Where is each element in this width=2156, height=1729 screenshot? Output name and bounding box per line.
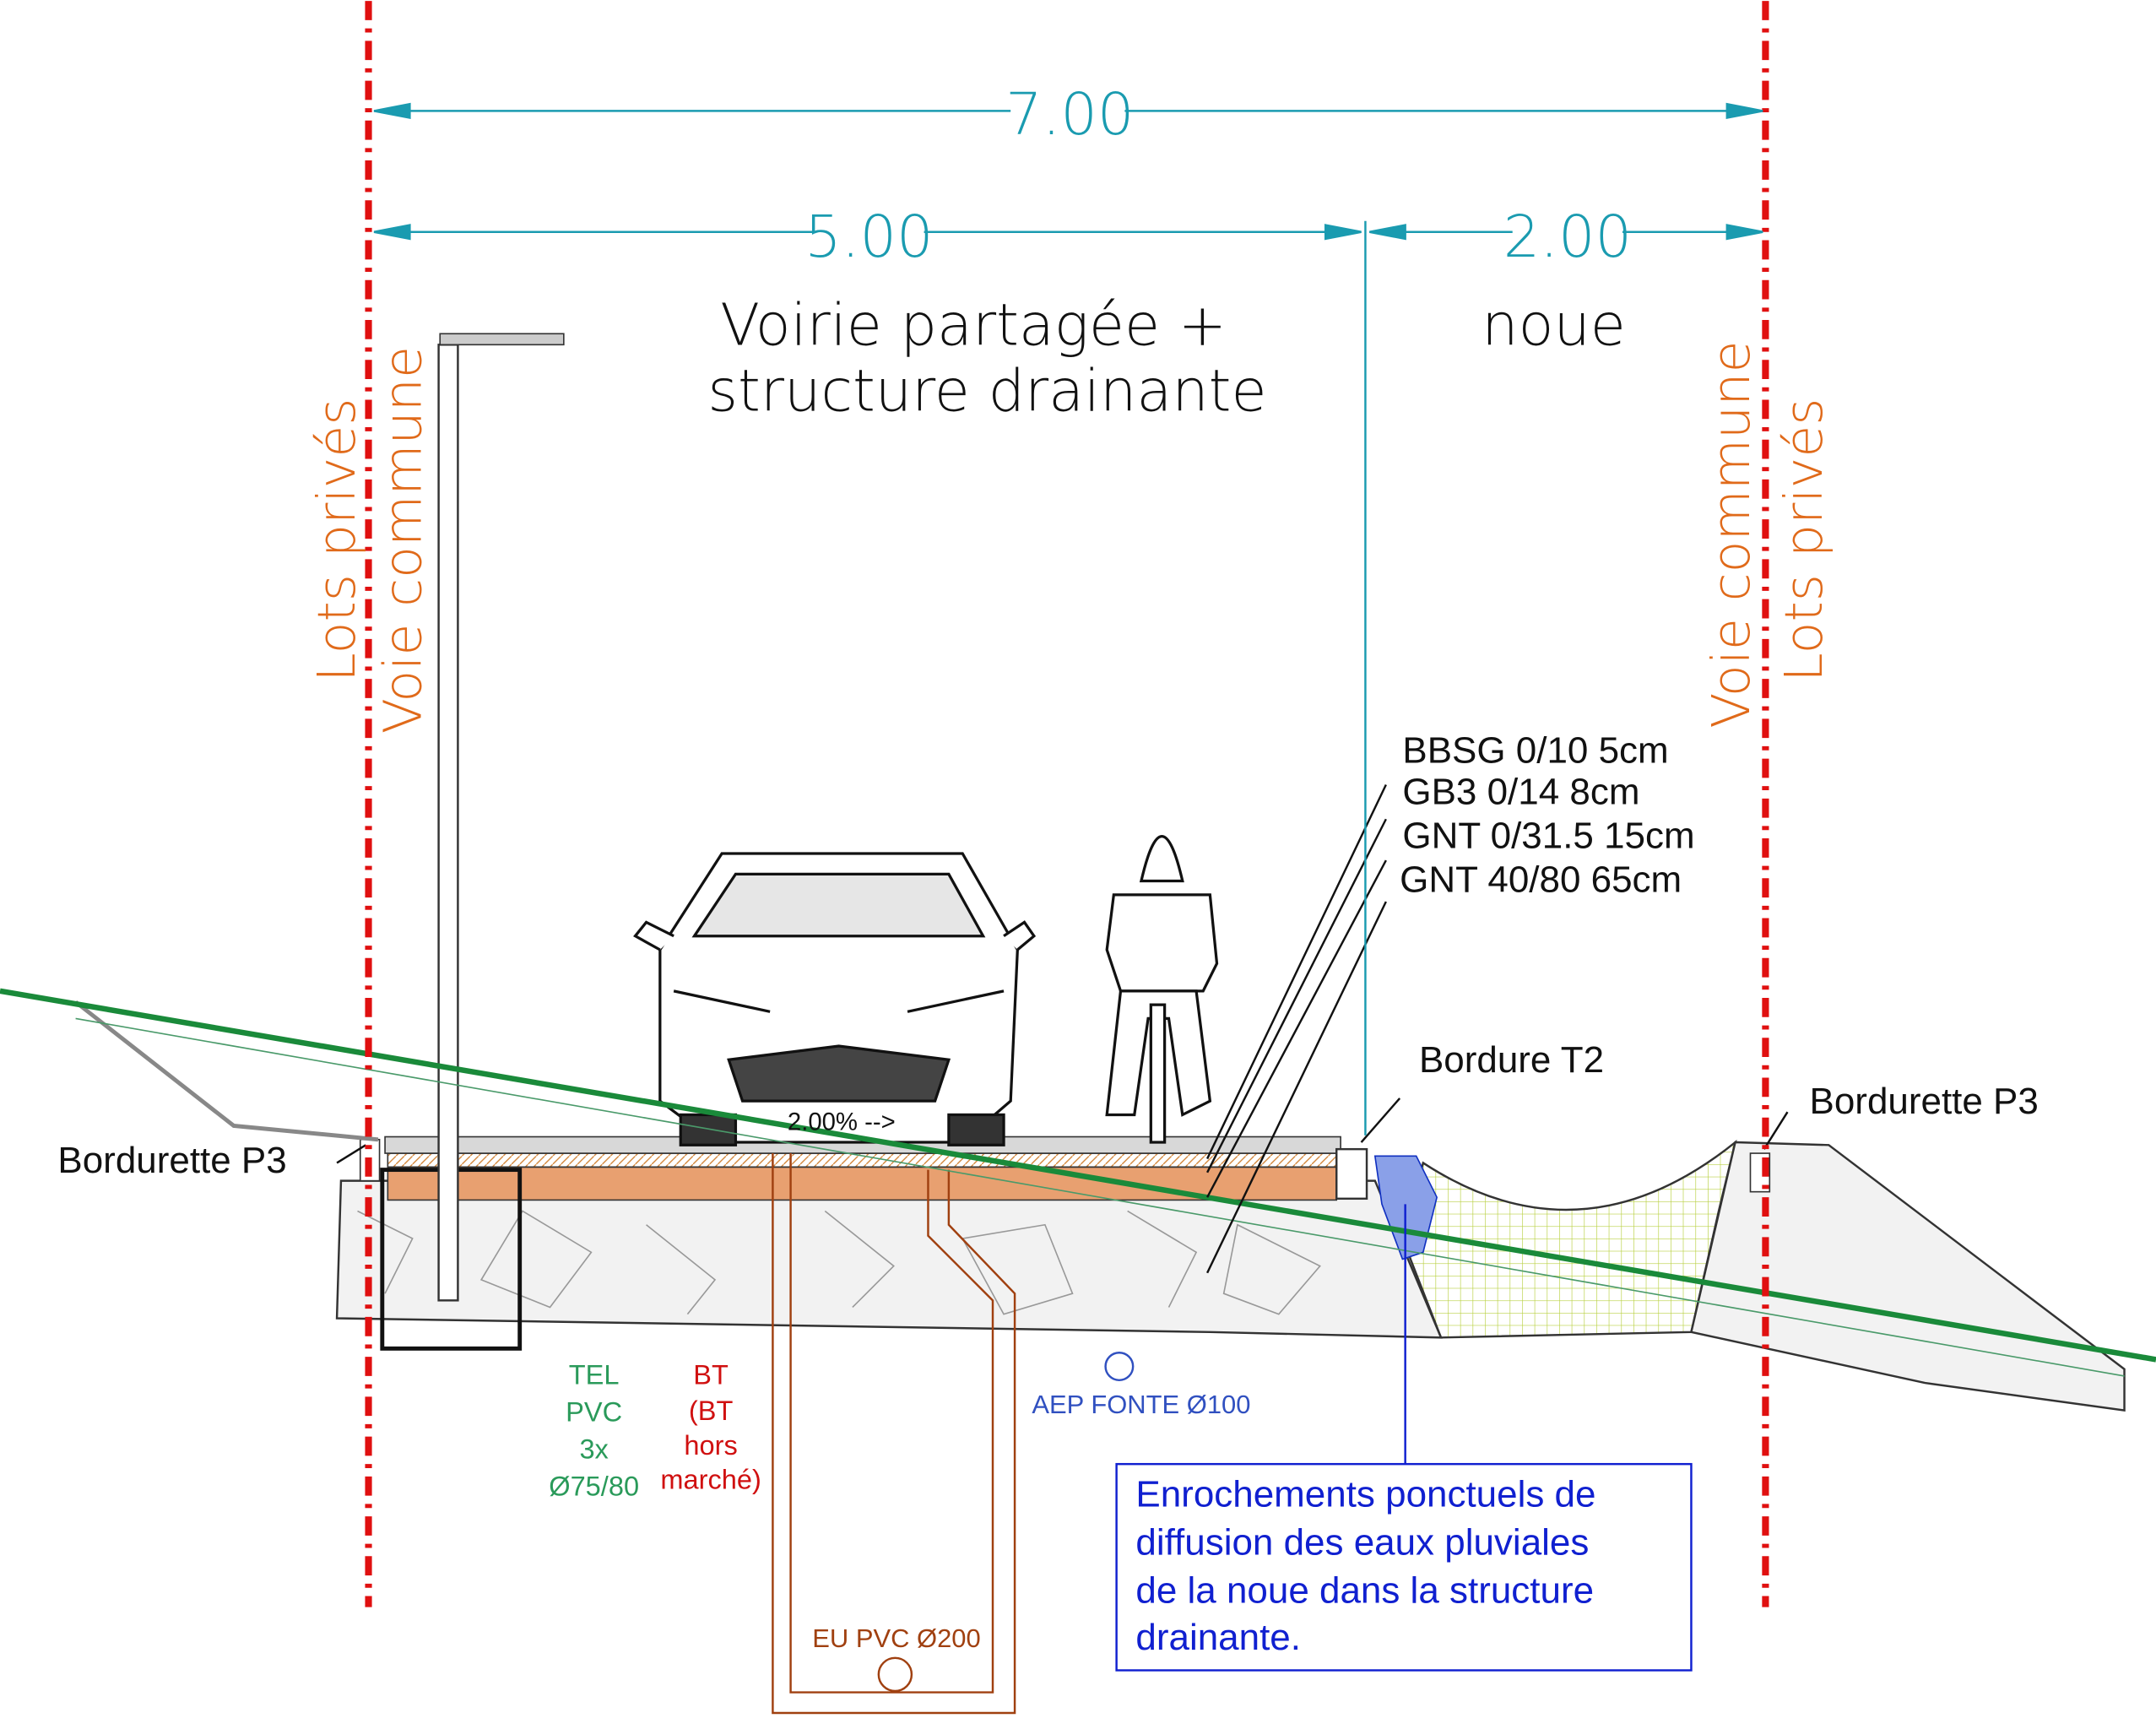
note-line: drainante. (1135, 1617, 1301, 1658)
note-box (1115, 1462, 1693, 1672)
cyclist-illustration (1105, 835, 1219, 1144)
bt-line: hors (684, 1430, 737, 1461)
layer-label: GNT 40/80 65cm (1400, 859, 1682, 901)
layer-label: GNT 0/31.5 15cm (1402, 815, 1694, 856)
tel-line: PVC (566, 1397, 622, 1428)
tel-line: Ø75/80 (549, 1472, 639, 1502)
layer-label: GB3 0/14 8cm (1402, 771, 1639, 812)
thin-ground-line (75, 1017, 2125, 1377)
note-text: Enrochements ponctuels de diffusion des … (1135, 1474, 1595, 1658)
layer-label: BBSG 0/10 5cm (1402, 729, 1668, 771)
layer-labels: BBSG 0/10 5cm GB3 0/14 8cm GNT 0/31.5 15… (1400, 729, 1694, 900)
zone-road-line1: Voirie partagée + (720, 292, 1227, 359)
label-voie-commune-left: Voie commune (372, 346, 433, 734)
eu-trench-inner (789, 1153, 994, 1694)
layer-leaders (336, 784, 1789, 1274)
eu-pipe (877, 1656, 913, 1693)
gnt-40-80-layer (335, 1179, 1443, 1339)
aep-label: AEP FONTE Ø100 (1032, 1390, 1250, 1419)
tel-network-label: TEL PVC 3x Ø75/80 (549, 1360, 639, 1502)
note-line: diffusion des eaux pluviales (1135, 1522, 1589, 1564)
bt-network-label: BT (BT hors marché) (660, 1360, 761, 1495)
natural-ground-line (0, 988, 2156, 1363)
eu-trench (772, 1153, 1016, 1715)
label-bordurette-p3-left: Bordurette P3 (57, 1140, 286, 1181)
label-voie-commune-right: Voie commune (1701, 340, 1762, 728)
bordure-t2 (1335, 1147, 1368, 1201)
label-bordurette-p3-right: Bordurette P3 (1810, 1081, 2039, 1122)
label-bordure-t2: Bordure T2 (1419, 1039, 1604, 1081)
bt-line: marché) (660, 1464, 761, 1494)
right-embankment (1689, 1141, 2126, 1412)
zone-noue: noue (1482, 292, 1626, 359)
bt-line: (BT (689, 1396, 734, 1426)
aep-pipe (1104, 1352, 1135, 1382)
dimension-noue: 2.00 (1503, 204, 1632, 271)
slope-label: 2.00% --> (788, 1108, 896, 1136)
bt-line: BT (693, 1360, 729, 1390)
zone-road-line2: structure drainante (707, 358, 1266, 425)
label-lots-prives-right: Lots privés (1774, 398, 1834, 681)
car-illustration (633, 852, 1037, 1146)
dimension-lines (373, 102, 1763, 1136)
street-lamp (380, 333, 565, 1351)
left-ground-line (74, 1000, 379, 1142)
eu-label: EU PVC Ø200 (812, 1623, 980, 1653)
note-line: Enrochements ponctuels de (1135, 1474, 1595, 1515)
tel-line: 3x (579, 1434, 608, 1465)
tel-line: TEL (569, 1360, 620, 1390)
dimension-total: 7.00 (1005, 82, 1134, 149)
label-lots-prives-left: Lots privés (306, 398, 367, 681)
dimension-road: 5.00 (804, 204, 933, 271)
stone-texture (357, 1210, 1321, 1315)
note-line: de la noue dans la structure (1135, 1570, 1594, 1612)
